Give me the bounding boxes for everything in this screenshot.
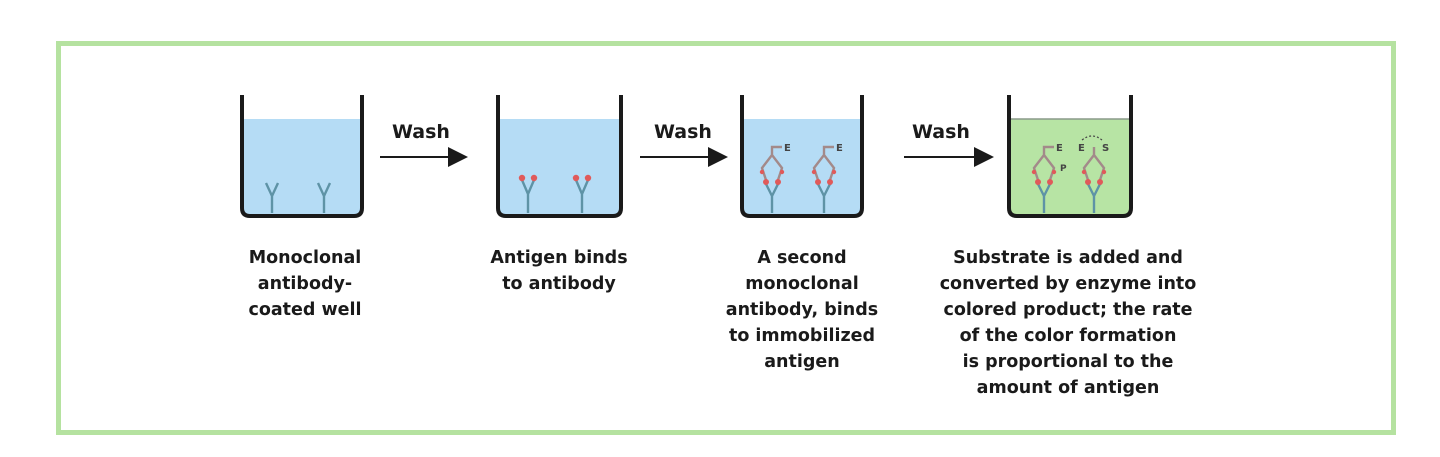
- wash-label-2: Wash: [654, 121, 712, 143]
- well-1: [240, 95, 364, 218]
- svg-text:S: S: [1102, 143, 1109, 154]
- wash-label-3: Wash: [912, 121, 970, 143]
- capture-antibody: [264, 182, 332, 213]
- diagram-border: [56, 41, 1396, 435]
- caption-step-4: Substrate is added and converted by enzy…: [939, 248, 1197, 398]
- antigen: [518, 174, 592, 182]
- caption-step-1: Monoclonal antibody- coated well: [248, 248, 362, 320]
- well-2: [496, 95, 623, 218]
- svg-text:E: E: [784, 143, 791, 154]
- sandwich-complex: E E S P: [1031, 135, 1109, 213]
- svg-text:E: E: [1078, 143, 1085, 154]
- svg-text:E: E: [1056, 143, 1063, 154]
- caption-step-3: A second monoclonal antibody, binds to i…: [725, 248, 879, 372]
- wash-label-1: Wash: [392, 121, 450, 143]
- caption-step-2: Antigen binds to antibody: [490, 248, 628, 294]
- sandwich-complex: E E: [759, 143, 843, 213]
- svg-text:E: E: [836, 143, 843, 154]
- capture-antibody: [520, 179, 590, 213]
- svg-text:P: P: [1060, 164, 1067, 174]
- well-3: E E: [740, 95, 864, 218]
- well-4: E E S P: [1007, 95, 1133, 218]
